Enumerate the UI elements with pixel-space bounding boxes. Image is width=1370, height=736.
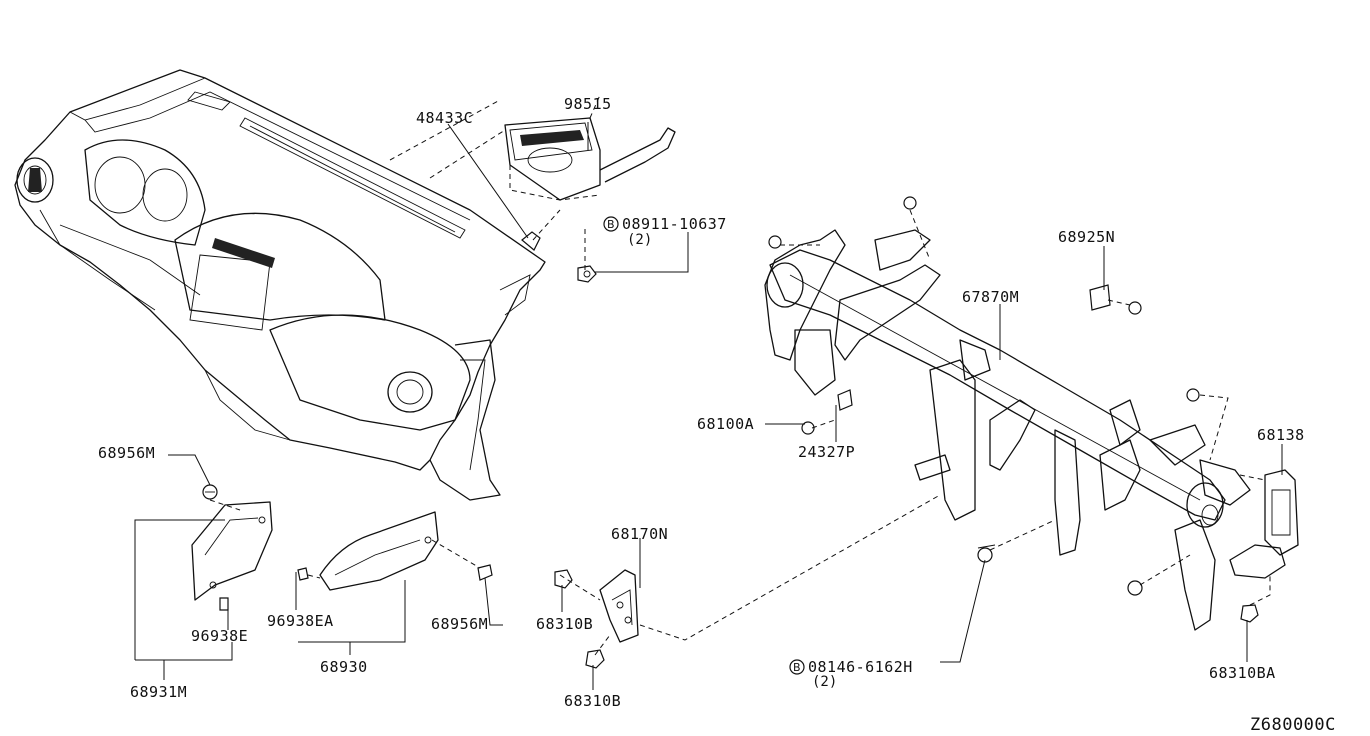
label-68100a: 68100A	[697, 415, 754, 433]
bolt-marker-icon: B	[789, 659, 805, 675]
label-68956m-top: 68956M	[98, 444, 155, 462]
diagram-code: Z680000C	[1250, 715, 1336, 735]
label-08146-6162h: 08146-6162H	[808, 658, 913, 676]
passenger-airbag-module	[504, 94, 676, 201]
label-68310ba: 68310BA	[1209, 664, 1276, 682]
guide-lines	[209, 99, 1271, 656]
part-labels: 48433C 98515 B 08911-10637 (2) 68925N 67…	[98, 95, 1336, 735]
label-68930: 68930	[320, 658, 368, 676]
lower-cover-68931m	[191, 501, 273, 601]
nut-icon	[577, 265, 597, 283]
bracket-68138	[1229, 469, 1299, 579]
steering-member-assembly	[764, 229, 1251, 631]
label-48433c: 48433C	[416, 109, 473, 127]
lower-cover-68930	[319, 511, 439, 591]
instrument-panel-assembly	[14, 69, 546, 501]
label-08911-qty: (2)	[627, 232, 652, 248]
label-68956m-right: 68956M	[431, 615, 488, 633]
bolt-letter: B	[607, 218, 615, 231]
label-68931m: 68931M	[130, 683, 187, 701]
label-96938e: 96938E	[191, 627, 248, 645]
label-08911-10637: 08911-10637	[622, 215, 727, 233]
bracket-68170n	[599, 569, 639, 643]
screw-icon	[202, 196, 1200, 611]
label-08146-qty: (2)	[812, 674, 837, 690]
clip-icon	[837, 284, 1111, 411]
label-67870m: 67870M	[962, 288, 1019, 306]
label-98515: 98515	[564, 95, 612, 113]
nut-icon	[554, 569, 1259, 669]
label-24327p: 24327P	[798, 443, 855, 461]
label-68310b-left: 68310B	[536, 615, 593, 633]
label-68310b-bottom: 68310B	[564, 692, 621, 710]
label-96938ea: 96938EA	[267, 612, 334, 630]
label-68170n: 68170N	[611, 525, 668, 543]
bolt-marker-icon: B	[603, 216, 619, 232]
bolt-letter: B	[793, 661, 801, 674]
leader-lines	[134, 122, 1283, 690]
label-68138: 68138	[1257, 426, 1305, 444]
label-68925n: 68925N	[1058, 228, 1115, 246]
